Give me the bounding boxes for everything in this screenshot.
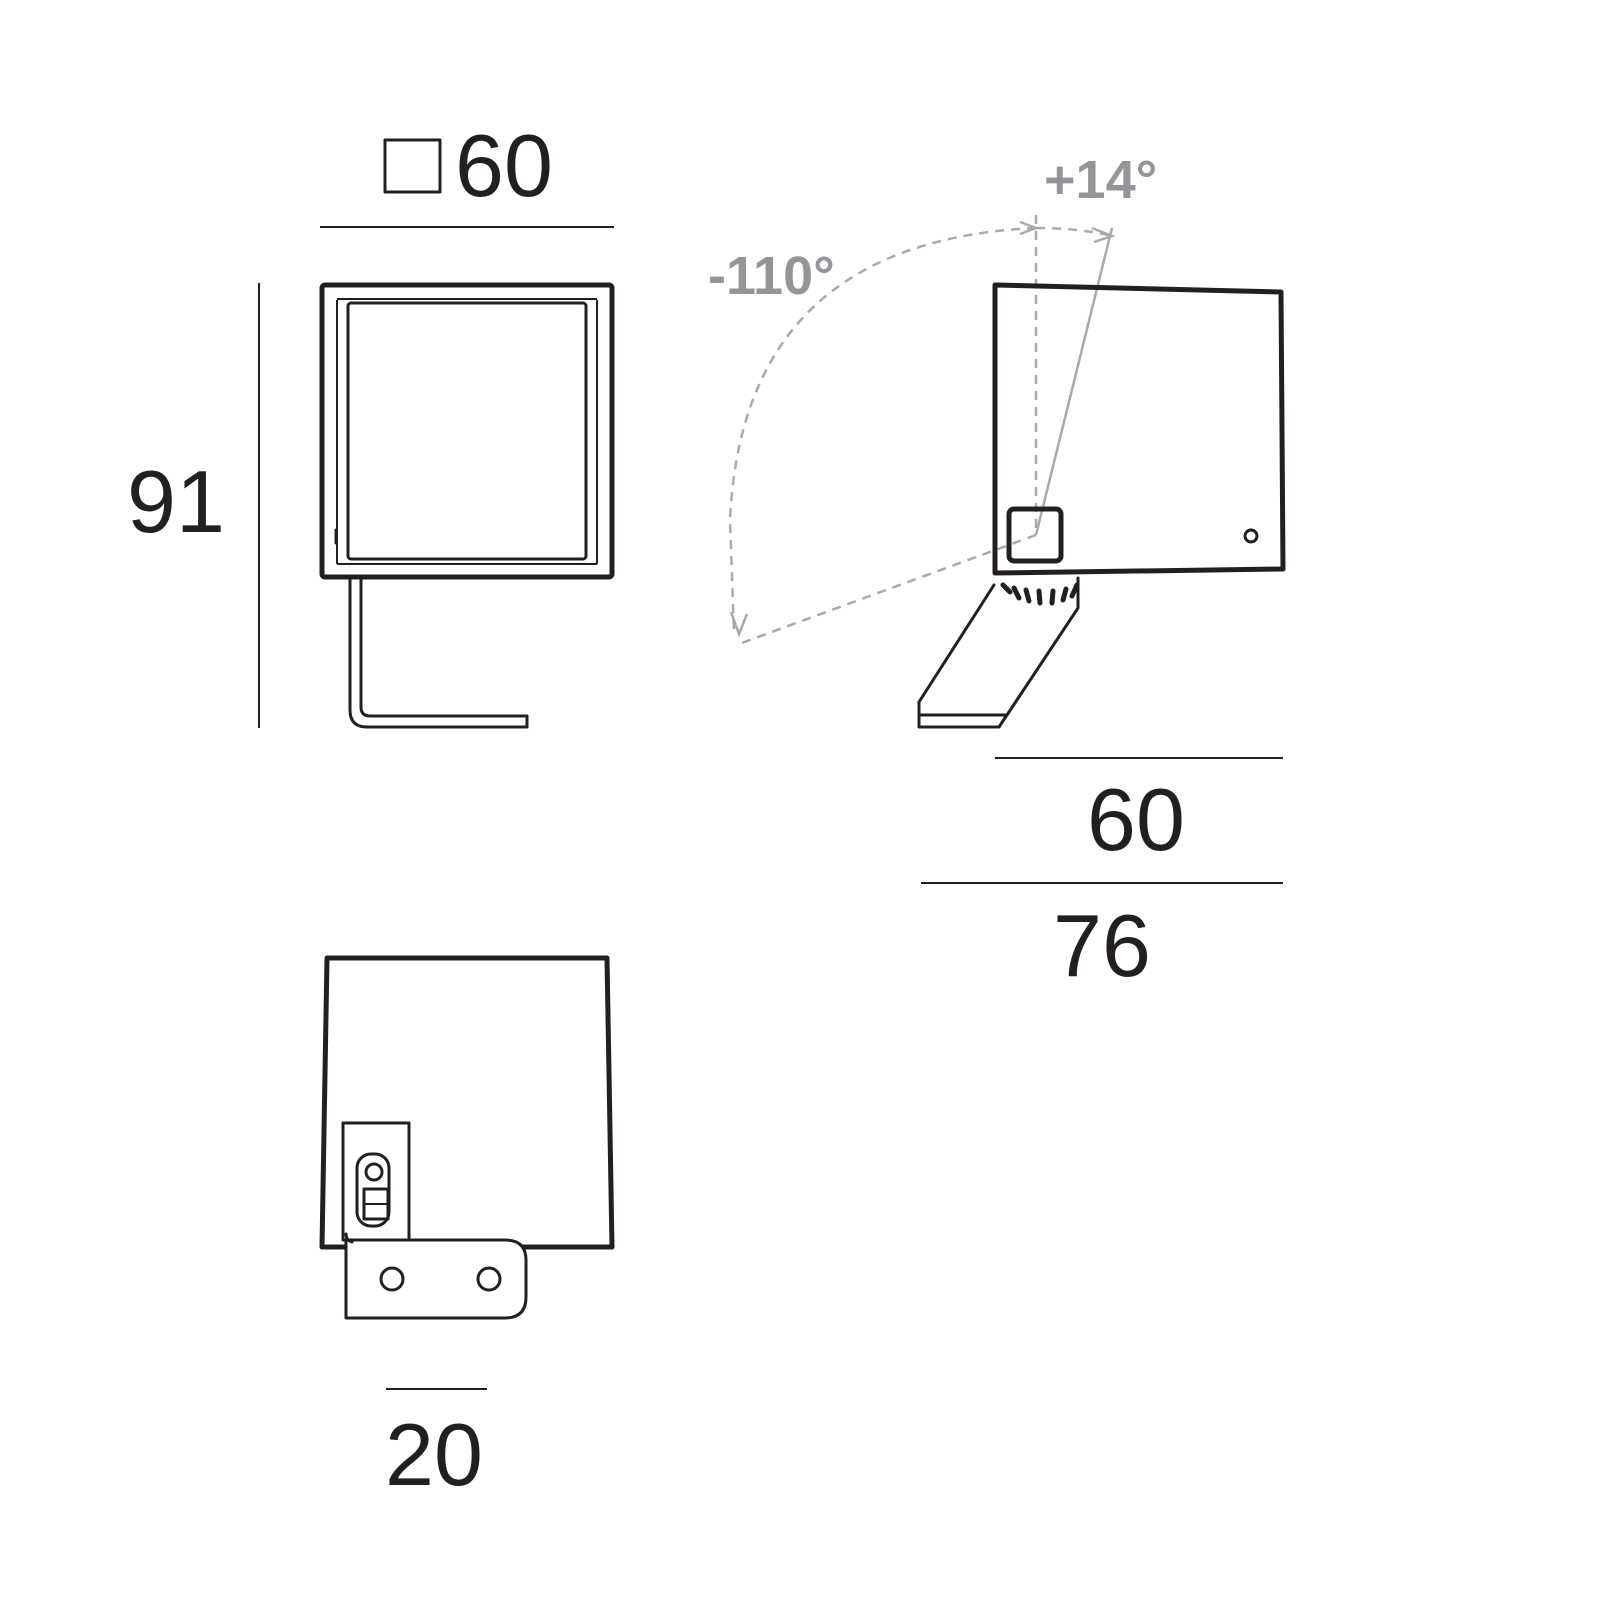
tilt-down-angle-label: -110° [708, 246, 835, 306]
back-mounting-plate [344, 1238, 528, 1320]
side-stand-arm [917, 576, 1080, 729]
side-pivot-square [1006, 506, 1064, 564]
back-view: 20 [319, 955, 615, 1504]
front-shade-inner [346, 301, 588, 561]
bracket-width-dimension: 20 [385, 1405, 483, 1504]
front-shade-outer [319, 282, 615, 580]
mounting-hole-right [476, 1266, 502, 1292]
tilt-range-arc [728, 226, 1037, 633]
tilt-down-arrowhead [729, 611, 749, 638]
front-width-dimension: 60 [455, 116, 553, 215]
tilt-up-arrowhead-left [1019, 220, 1040, 236]
shade-depth-dimension: 60 [1087, 770, 1185, 869]
tilt-up-angle-label: +14° [1044, 150, 1157, 210]
side-pivot-ribs [1000, 582, 1080, 606]
square-section-symbol [383, 138, 442, 194]
front-stand [348, 576, 529, 729]
total-depth-dimension: 76 [1053, 896, 1151, 995]
back-hinge-bend [344, 1232, 354, 1244]
tilt-down-line [738, 533, 1037, 646]
side-switch-dot [1243, 528, 1259, 544]
mounting-hole-left [379, 1266, 405, 1292]
front-height-dimension: 91 [127, 452, 225, 551]
back-hinge-pin [364, 1162, 384, 1182]
front-view: 60 91 [127, 116, 615, 729]
tilt-up-line [1034, 227, 1114, 536]
back-shade [319, 955, 615, 1250]
side-shade [992, 282, 1286, 576]
tilt-up-arrowhead-right [1091, 226, 1116, 244]
side-view: +14° -110° 60 76 [708, 150, 1286, 995]
